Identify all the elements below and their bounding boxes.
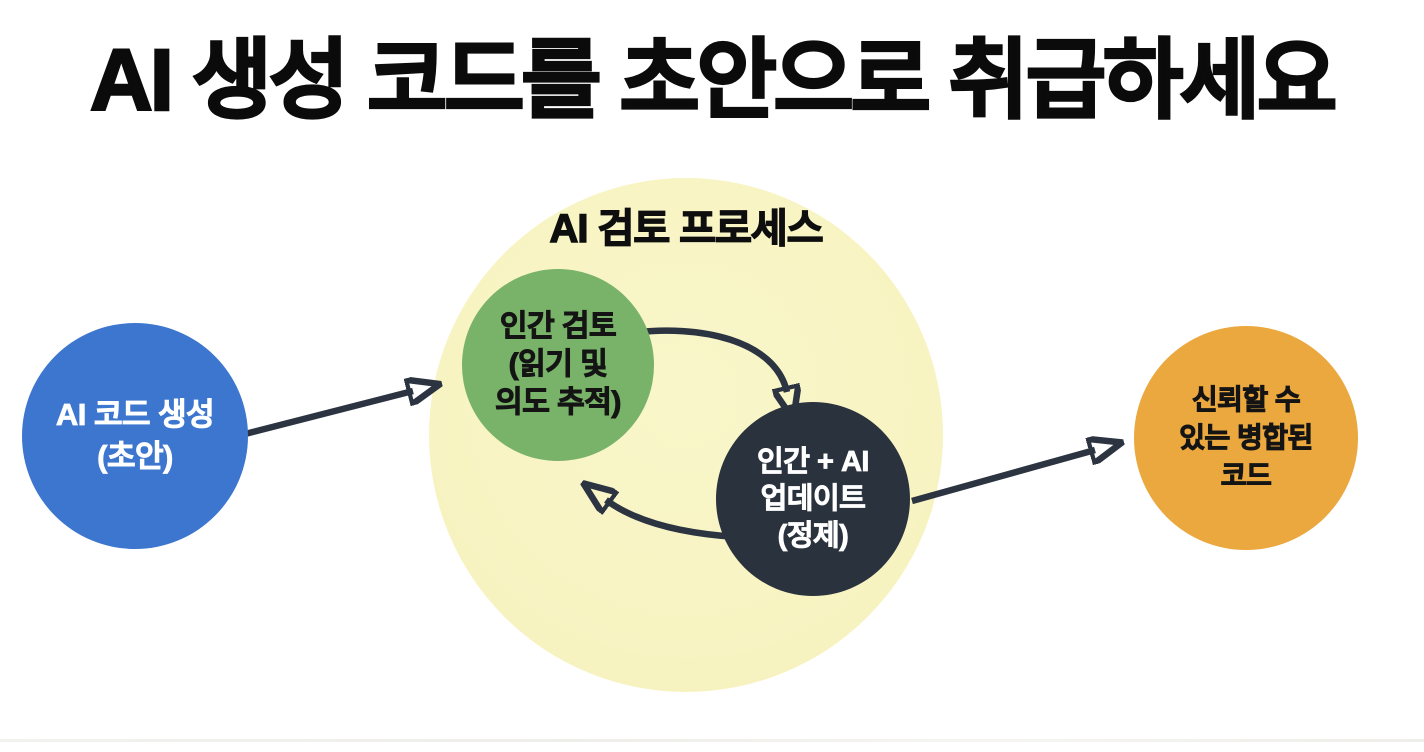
page-title: AI 생성 코드를 초안으로 취급하세요 (89, 31, 1339, 131)
node-ai-code-generation-line: AI 코드 생성 (55, 397, 215, 433)
node-ai-code-generation: AI 코드 생성 (초안) (22, 323, 248, 549)
node-trusted-merged-code-line: 있는 병합된 (1179, 422, 1314, 454)
node-human-ai-update-line: 업데이트 (760, 482, 866, 515)
node-human-review-line: (읽기 및 (508, 348, 608, 382)
node-ai-code-generation-line: (초안) (97, 439, 174, 475)
node-trusted-merged-code-line: 코드 (1220, 460, 1272, 492)
node-human-ai-update: 인간 + AI 업데이트 (정제) (716, 402, 910, 596)
review-process-label: AI 검토 프로세스 (549, 206, 824, 251)
node-trusted-merged-code: 신뢰할 수 있는 병합된 코드 (1134, 326, 1358, 550)
node-human-ai-update-line: 인간 + AI (757, 445, 870, 478)
bottom-edge-shadow (0, 739, 1424, 742)
node-human-ai-update-line: (정제) (777, 519, 849, 552)
node-human-review-line: 인간 검토 (499, 310, 617, 344)
node-human-review: 인간 검토 (읽기 및 의도 추적) (462, 269, 654, 461)
node-human-review-line: 의도 추적) (495, 386, 622, 420)
node-trusted-merged-code-line: 신뢰할 수 (1191, 384, 1301, 416)
arrow-generation-to-review (244, 391, 413, 438)
